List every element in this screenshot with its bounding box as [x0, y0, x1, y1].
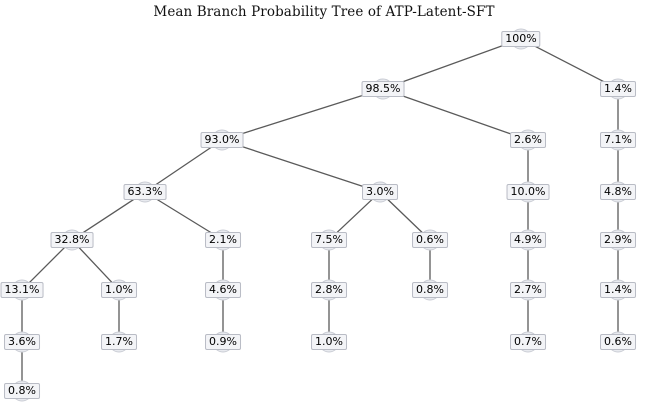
tree-node-label: 1.0%: [311, 334, 347, 350]
tree-edge: [335, 198, 374, 234]
tree-node-label: 32.8%: [50, 232, 94, 248]
tree-node-label: 2.9%: [600, 232, 636, 248]
tree-node-label: 4.6%: [205, 282, 241, 298]
tree-node-label: 1.0%: [101, 282, 137, 298]
tree-edge: [153, 196, 215, 236]
tree-node-label: 0.6%: [600, 334, 636, 350]
tree-edge: [153, 145, 214, 187]
tree-node-label: 13.1%: [0, 282, 44, 298]
tree-node-label: 63.3%: [123, 184, 167, 200]
tree-node-label: 7.1%: [600, 132, 636, 148]
tree-edge: [78, 246, 113, 284]
tree-node-label: 0.9%: [205, 334, 241, 350]
tree-node-label: 7.5%: [311, 232, 347, 248]
tree-node-label: 10.0%: [506, 184, 550, 200]
tree-node-label: 4.9%: [510, 232, 546, 248]
tree-edge: [392, 91, 519, 138]
tree-node-label: 1.4%: [600, 282, 636, 298]
tree-node-label: 0.6%: [412, 232, 448, 248]
tree-node-label: 2.8%: [311, 282, 347, 298]
tree-node-label: 2.6%: [510, 132, 546, 148]
tree-node-label: 93.0%: [200, 132, 244, 148]
tree-node-label: 3.6%: [4, 334, 40, 350]
tree-node-label: 0.7%: [510, 334, 546, 350]
tree-edge: [529, 43, 610, 85]
tree-node-label: 100%: [501, 31, 541, 47]
page-title: Mean Branch Probability Tree of ATP-Late…: [153, 4, 495, 20]
tree-node-label: 2.1%: [205, 232, 241, 248]
tree-edge: [392, 41, 512, 87]
tree-node-label: 2.7%: [510, 282, 546, 298]
tree-node-label: 1.7%: [101, 334, 137, 350]
tree-edge: [28, 246, 66, 284]
tree-node-label: 4.8%: [600, 184, 636, 200]
tree-node-label: 3.0%: [362, 184, 398, 200]
tree-node-label: 1.4%: [600, 81, 636, 97]
tree-node-label: 0.8%: [412, 282, 448, 298]
tree-edge: [231, 142, 371, 190]
tree-node-label: 98.5%: [361, 81, 405, 97]
tree-edge: [80, 197, 137, 235]
tree-edge: [386, 198, 424, 234]
tree-node-label: 0.8%: [4, 383, 40, 399]
tree-edge: [231, 91, 374, 138]
